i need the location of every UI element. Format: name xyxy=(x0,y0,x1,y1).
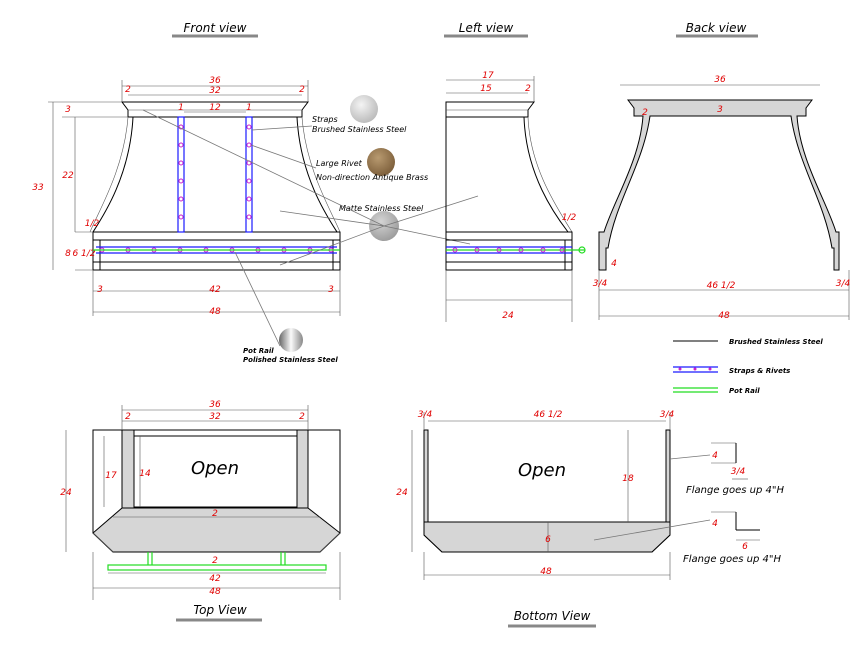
legend-brushed: Brushed Stainless Steel xyxy=(729,338,823,346)
dimension-label: 36 xyxy=(209,76,221,86)
bottom-view-title: Bottom View xyxy=(514,609,591,623)
dimension-label: 1/2 xyxy=(562,213,577,223)
flange-details: 4 3/4 Flange goes up 4"H 4 6 Flange goes… xyxy=(683,442,785,565)
dimension-label: 3 xyxy=(65,105,71,115)
dimension-label: 24 xyxy=(60,488,72,498)
back-view: 36 3 2 4 3/4 46 1/2 3/4 48 xyxy=(593,75,851,321)
dimension-label: 48 xyxy=(718,311,730,321)
flange-note-2: Flange goes up 4"H xyxy=(683,554,782,565)
front-straps xyxy=(96,116,337,254)
front-rivets xyxy=(99,124,334,253)
dimension-label: 3 xyxy=(328,285,334,295)
dimension-label: 1 xyxy=(246,103,252,113)
dimension-label: 17 xyxy=(105,471,117,481)
legend: Brushed Stainless Steel Straps & Rivets … xyxy=(673,338,823,395)
dimension-label: 14 xyxy=(139,469,151,479)
dimension-label: 4 xyxy=(611,259,617,269)
dimension-label: 3/4 xyxy=(731,467,746,477)
rivet-label: Large Rivet xyxy=(316,159,363,168)
brass-swatch xyxy=(367,148,395,176)
rivet-material: Non-direction Antique Brass xyxy=(316,173,428,182)
dimension-label: 3/4 xyxy=(660,410,675,420)
top-open-label: Open xyxy=(191,458,239,479)
dimension-label: 46 1/2 xyxy=(707,281,736,291)
dimension-label: 4 xyxy=(712,451,718,461)
dimension-label: 42 xyxy=(209,574,221,584)
top-view: Open 36 32 2 2 24 17 14 2 2 42 48 xyxy=(60,400,341,600)
dimension-label: 36 xyxy=(209,400,221,410)
front-view-title: Front view xyxy=(184,21,247,35)
polished-swatch xyxy=(279,328,303,352)
dimension-label: 17 xyxy=(482,71,494,81)
dimension-label: 2 xyxy=(212,556,218,566)
straps-label: Straps xyxy=(312,115,338,124)
back-view-title: Back view xyxy=(686,21,747,35)
dimension-label: 24 xyxy=(396,488,408,498)
view-titles: Front view Left view Back view Top View … xyxy=(172,21,758,628)
dimension-label: 1/2 xyxy=(85,219,100,229)
dimension-label: 15 xyxy=(480,84,492,94)
brushed-swatch xyxy=(350,95,378,123)
material-callouts: Straps Brushed Stainless Steel Large Riv… xyxy=(142,95,479,364)
bottom-open-label: Open xyxy=(518,460,566,481)
dimension-label: 48 xyxy=(209,587,221,597)
dimension-label: 36 xyxy=(714,75,726,85)
matte-label: Matte Stainless Steel xyxy=(339,204,424,213)
dimension-label: 6 xyxy=(742,542,748,552)
dimension-label: 12 xyxy=(209,103,221,113)
dimension-label: 32 xyxy=(209,86,221,96)
potrail-label: Pot Rail xyxy=(243,347,274,355)
top-view-title: Top View xyxy=(193,603,247,617)
dimension-label: 6 xyxy=(545,535,551,545)
legend-potrail: Pot Rail xyxy=(729,387,760,395)
dimension-label: 2 xyxy=(299,85,305,95)
dimension-label: 1 xyxy=(178,103,184,113)
dimension-label: 2 xyxy=(299,412,305,422)
potrail-material: Polished Stainless Steel xyxy=(243,356,338,364)
dimension-label: 46 1/2 xyxy=(534,410,563,420)
dimension-label: 8 xyxy=(65,249,71,259)
dimension-label: 3 xyxy=(97,285,103,295)
front-view: 36 32 2 2 12 1 1 3 33 22 1/2 8 6 1/2 3 4… xyxy=(32,76,341,317)
flange-note-1: Flange goes up 4"H xyxy=(686,485,785,496)
dimension-label: 3 xyxy=(717,105,723,115)
dimension-label: 24 xyxy=(502,311,514,321)
left-view: 17 15 2 1/2 24 xyxy=(445,71,586,322)
dimension-label: 42 xyxy=(209,285,221,295)
dimension-label: 22 xyxy=(62,171,74,181)
dimension-label: 2 xyxy=(212,509,218,519)
dimension-label: 6 1/2 xyxy=(72,249,95,259)
bottom-view: Open 3/4 46 1/2 3/4 24 18 6 48 xyxy=(396,410,711,580)
dimension-label: 32 xyxy=(209,412,221,422)
dimension-label: 2 xyxy=(125,412,131,422)
dimension-label: 48 xyxy=(209,307,221,317)
legend-straps: Straps & Rivets xyxy=(729,367,790,375)
dimension-label: 2 xyxy=(642,108,648,118)
dimension-label: 3/4 xyxy=(836,279,851,289)
front-dimensions: 36 32 2 2 12 1 1 3 33 22 1/2 8 6 1/2 3 4… xyxy=(32,76,341,317)
dimension-label: 2 xyxy=(525,84,531,94)
dimension-label: 33 xyxy=(32,183,44,193)
dimension-label: 3/4 xyxy=(418,410,433,420)
left-view-title: Left view xyxy=(459,21,514,35)
dimension-label: 2 xyxy=(125,85,131,95)
dimension-label: 18 xyxy=(622,474,634,484)
dimension-label: 4 xyxy=(712,519,718,529)
dimension-label: 3/4 xyxy=(593,279,608,289)
straps-material: Brushed Stainless Steel xyxy=(312,125,407,134)
dimension-label: 48 xyxy=(540,567,552,577)
